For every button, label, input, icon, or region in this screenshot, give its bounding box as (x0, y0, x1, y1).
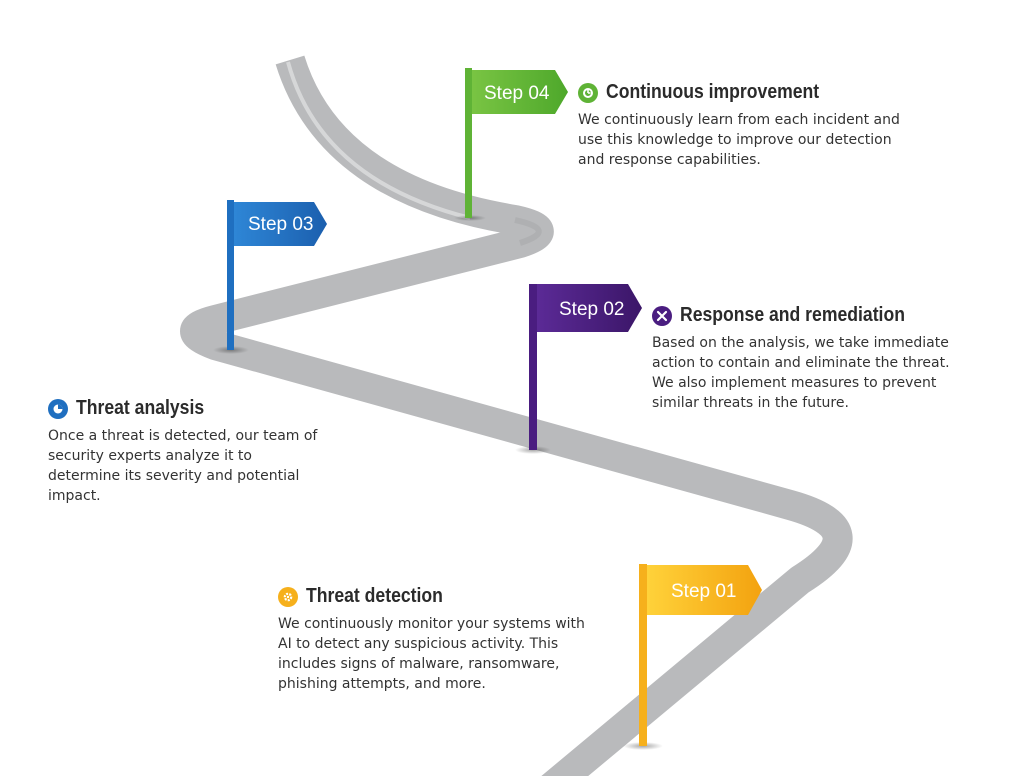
step-04-title: Continuous improvement (606, 81, 820, 103)
step-04-label: Step 04 (484, 83, 550, 104)
step-03-title: Threat analysis (76, 397, 205, 419)
step-01-flag: Step 01 (623, 564, 762, 750)
step-03-block: Threat analysis Once a threat is detecte… (48, 397, 328, 506)
gear-icon (278, 586, 298, 607)
step-02-title: Response and remediation (680, 304, 905, 326)
step-04-flag: Step 04 (454, 68, 568, 221)
step-04-block: Continuous improvement We continuously l… (578, 81, 908, 170)
step-03-label: Step 03 (248, 214, 314, 235)
cycle-icon (578, 82, 598, 103)
step-02-block: Response and remediation Based on the an… (652, 304, 972, 413)
step-02-description: Based on the analysis, we take immediate… (652, 335, 950, 411)
step-02-flag: Step 02 (515, 284, 642, 454)
road-tail (286, 61, 471, 220)
step-01-block: Threat detection We continuously monitor… (278, 585, 596, 694)
tools-icon (652, 305, 672, 326)
step-01-description: We continuously monitor your systems wit… (278, 616, 585, 692)
step-03-description: Once a threat is detected, our team of s… (48, 428, 318, 504)
step-01-title: Threat detection (306, 585, 443, 607)
step-03-flag: Step 03 (213, 200, 327, 354)
step-01-label: Step 01 (671, 581, 737, 602)
step-02-label: Step 02 (559, 299, 625, 320)
step-04-description: We continuously learn from each incident… (578, 112, 900, 168)
pie-chart-icon (48, 398, 68, 419)
